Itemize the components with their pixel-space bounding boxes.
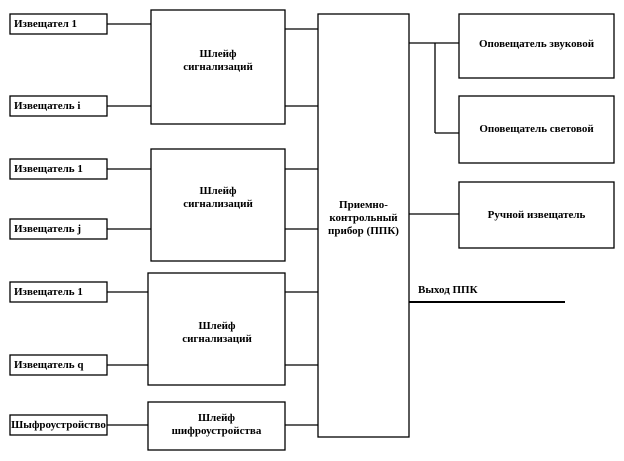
detector-label: Извещатель i <box>14 99 81 112</box>
loop-label: Шлейф сигнализаций <box>182 320 252 345</box>
output-box <box>458 13 615 79</box>
loop-label: Шлейф сигнализаций <box>183 185 253 210</box>
loop-box <box>150 148 286 262</box>
loop-box <box>150 9 286 125</box>
loop-box <box>147 401 286 451</box>
encoder-loop-label: Шлейф шифроустройства <box>171 412 262 437</box>
panel-label: Приемно-контрольный прибор (ППК) <box>328 198 399 237</box>
light-alarm-label: Оповещатель световой <box>479 123 594 135</box>
encoder-label: Шыфроустройство <box>11 418 106 431</box>
detector-label: Извещател 1 <box>14 17 78 30</box>
detector-label: Извещатель 1 <box>14 285 83 298</box>
output-box <box>458 95 615 164</box>
manual-detector-label: Ручной извещатель <box>487 208 586 221</box>
detector-label: Извещатель q <box>14 358 84 371</box>
panel-box <box>317 13 410 438</box>
sound-alarm-label: Оповещатель звуковой <box>478 37 595 50</box>
output-box <box>458 181 615 249</box>
loop-label: Шлейф сигнализаций <box>183 48 253 73</box>
loop-box <box>147 272 286 386</box>
ppk-output-label: Выход ППК <box>418 283 478 296</box>
detector-label: Извещатель 1 <box>14 162 83 175</box>
detector-label: Извещатель j <box>14 222 81 235</box>
